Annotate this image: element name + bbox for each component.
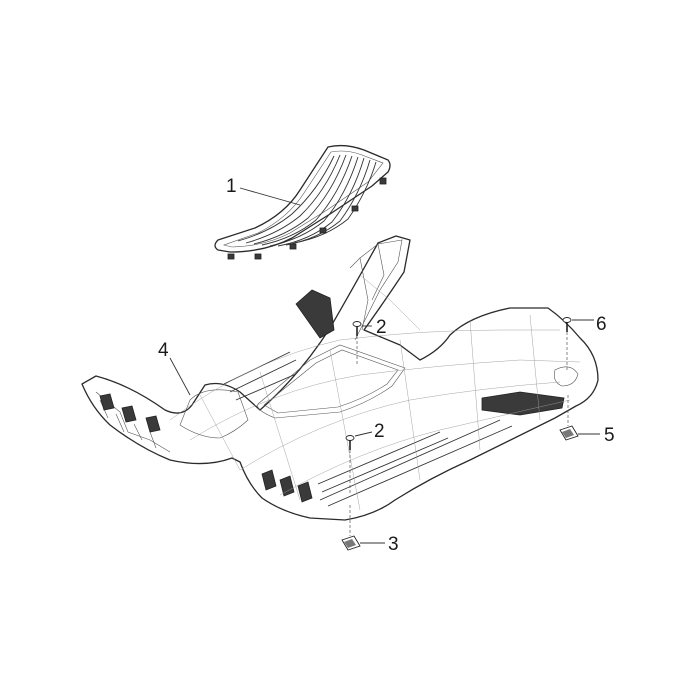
clip-nut-front: [341, 505, 361, 551]
floor-mat-ribs: [237, 154, 377, 247]
callout-3: 3: [388, 534, 399, 555]
callout-1: 1: [226, 176, 237, 197]
screw-rear: [562, 317, 572, 372]
callout-5: 5: [604, 425, 615, 446]
leader-1: [239, 187, 301, 206]
leader-2-lower: [354, 431, 373, 437]
floor-mat: [214, 144, 391, 260]
grip-pad-right: [481, 391, 565, 416]
callout-4: 4: [158, 340, 169, 361]
screw-lower: [345, 435, 355, 495]
leader-4: [169, 357, 191, 396]
callout-6: 6: [596, 314, 607, 335]
screw-upper: [352, 321, 362, 365]
callout-2-upper: 2: [376, 317, 387, 338]
grip-pad-left: [295, 289, 335, 339]
clip-nut-rear: [559, 395, 579, 441]
footboard: [81, 235, 599, 521]
callout-2-lower: 2: [374, 421, 385, 442]
floor-mat-pegs: [227, 177, 387, 260]
